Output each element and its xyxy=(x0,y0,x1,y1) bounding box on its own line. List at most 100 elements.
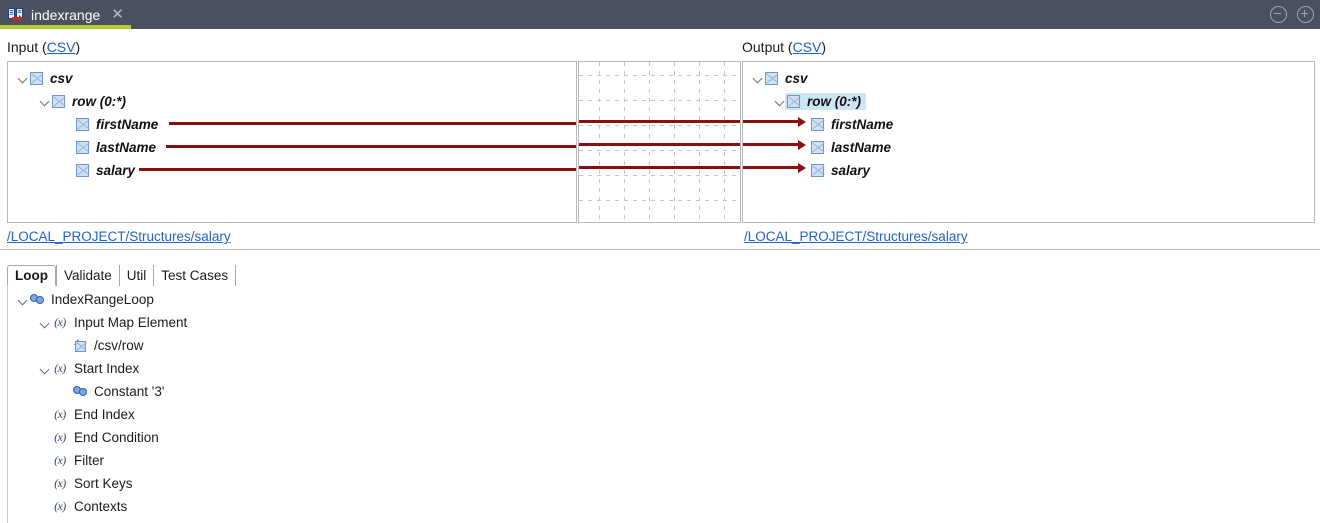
bottom-section: Loop Validate Util Test Cases IndexRange… xyxy=(0,252,1320,523)
tree-node-csv-input[interactable]: csv xyxy=(16,67,73,89)
chevron-down-icon[interactable] xyxy=(38,362,52,376)
function-icon: (x) xyxy=(54,408,66,421)
tree-node-label: salary xyxy=(831,162,871,178)
window-controls xyxy=(1270,0,1314,29)
output-tree-panel[interactable]: csv row (0:*) firstName lastName salary xyxy=(742,61,1315,223)
tab-label: Test Cases xyxy=(161,268,229,283)
tab-label: Loop xyxy=(15,268,48,283)
input-csv-link[interactable]: CSV xyxy=(46,39,76,55)
mapping-line xyxy=(579,120,740,123)
input-header: Input (CSV) xyxy=(7,39,80,55)
tab-loop[interactable]: Loop xyxy=(7,265,56,286)
tree-node-row-input[interactable]: row (0:*) xyxy=(38,90,126,112)
chevron-down-icon[interactable] xyxy=(38,316,52,330)
chevron-down-icon[interactable] xyxy=(751,71,765,85)
chevron-down-icon[interactable] xyxy=(16,293,30,307)
editor-tab-indexrange[interactable]: indexrange ✕ xyxy=(0,0,134,29)
tree-item-label: Input Map Element xyxy=(74,315,188,330)
mapping-line xyxy=(743,120,798,123)
tree-node-label: firstName xyxy=(96,116,159,132)
mapping-line xyxy=(743,143,798,146)
tree-item-end-condition[interactable]: (x) End Condition xyxy=(52,426,159,449)
tree-item-constant-3[interactable]: Constant '3' xyxy=(73,380,164,403)
output-header-text: Output ( xyxy=(742,39,793,55)
tree-node-label: row (0:*) xyxy=(807,93,861,109)
input-structure-path-link[interactable]: /LOCAL_PROJECT/Structures/salary xyxy=(7,229,231,244)
mapping-grid-panel[interactable] xyxy=(578,61,741,223)
tree-node-label: csv xyxy=(785,70,808,86)
tab-util[interactable]: Util xyxy=(118,265,154,286)
xml-element-arrow-icon xyxy=(74,339,88,352)
maximize-icon[interactable] xyxy=(1297,6,1314,23)
tree-node-lastname-output[interactable]: lastName xyxy=(811,136,891,158)
gear-icon xyxy=(30,293,45,306)
tree-node-label: lastName xyxy=(831,139,892,155)
tab-label: Validate xyxy=(64,268,112,283)
output-csv-link[interactable]: CSV xyxy=(792,39,822,55)
function-icon: (x) xyxy=(54,316,66,329)
chevron-down-icon[interactable] xyxy=(38,94,52,108)
mapping-arrowhead xyxy=(798,116,806,127)
mapping-line xyxy=(166,145,576,148)
xml-element-icon xyxy=(76,140,89,154)
mapping-area: Input (CSV) Output (CSV) csv row (0:*) f… xyxy=(0,29,1320,251)
active-tab-indicator xyxy=(0,25,131,29)
gear-icon xyxy=(73,385,88,398)
tree-node-label: firstName xyxy=(831,116,894,132)
tree-node-salary-output[interactable]: salary xyxy=(811,159,870,181)
tree-node-label: csv xyxy=(50,70,73,86)
tree-item-start-index[interactable]: (x) Start Index xyxy=(38,357,139,380)
tree-node-firstname-output[interactable]: firstName xyxy=(811,113,893,135)
output-structure-path-link[interactable]: /LOCAL_PROJECT/Structures/salary xyxy=(744,229,968,244)
mapping-line xyxy=(579,143,740,146)
tree-item-indexrangeloop[interactable]: IndexRangeLoop xyxy=(16,288,154,311)
bottom-tab-strip: Loop Validate Util Test Cases xyxy=(7,264,237,286)
close-icon[interactable]: ✕ xyxy=(111,6,124,23)
tree-item-csv-row[interactable]: /csv/row xyxy=(74,334,144,357)
mapping-line xyxy=(169,122,576,125)
minimize-icon[interactable] xyxy=(1270,6,1287,23)
tab-validate[interactable]: Validate xyxy=(56,265,119,286)
mapping-arrowhead xyxy=(798,139,806,150)
mapping-line xyxy=(139,168,576,171)
input-tree-panel[interactable]: csv row (0:*) firstName lastName salary xyxy=(7,61,577,223)
tree-node-lastname-input[interactable]: lastName xyxy=(76,136,156,158)
mapping-document-icon xyxy=(8,7,24,23)
function-icon: (x) xyxy=(54,477,66,490)
tree-item-label: IndexRangeLoop xyxy=(51,292,154,307)
tree-item-sort-keys[interactable]: (x) Sort Keys xyxy=(52,472,132,495)
tab-test-cases[interactable]: Test Cases xyxy=(153,265,237,286)
chevron-down-icon[interactable] xyxy=(773,94,787,108)
xml-element-icon xyxy=(30,71,43,85)
output-header: Output (CSV) xyxy=(742,39,826,55)
tree-node-csv-output[interactable]: csv xyxy=(751,67,808,89)
title-bar: indexrange ✕ xyxy=(0,0,1320,29)
tree-node-label: row (0:*) xyxy=(72,93,126,109)
tree-item-input-map-element[interactable]: (x) Input Map Element xyxy=(38,311,187,334)
mapping-line xyxy=(579,166,740,169)
function-icon: (x) xyxy=(54,362,66,375)
function-icon: (x) xyxy=(54,500,66,513)
tree-item-contexts[interactable]: (x) Contexts xyxy=(52,495,127,518)
xml-element-icon xyxy=(76,163,89,177)
editor-tab-label: indexrange xyxy=(31,6,101,23)
tree-node-row-output[interactable]: row (0:*) xyxy=(773,90,866,112)
output-header-suffix: ) xyxy=(821,39,827,55)
tree-item-end-index[interactable]: (x) End Index xyxy=(52,403,135,426)
mapping-line xyxy=(743,166,798,169)
tree-item-label: Start Index xyxy=(74,361,140,376)
xml-element-icon xyxy=(52,94,65,108)
xml-element-icon xyxy=(76,117,89,131)
xml-element-icon xyxy=(811,140,824,154)
function-icon: (x) xyxy=(54,454,66,467)
loop-config-tree[interactable]: IndexRangeLoop (x) Input Map Element /cs… xyxy=(7,285,1319,523)
chevron-down-icon[interactable] xyxy=(16,71,30,85)
xml-element-icon xyxy=(765,71,778,85)
tree-item-filter[interactable]: (x) Filter xyxy=(52,449,104,472)
tree-item-label: Filter xyxy=(74,453,104,468)
input-header-suffix: ) xyxy=(75,39,81,55)
tree-node-firstname-input[interactable]: firstName xyxy=(76,113,158,135)
tree-item-label: End Condition xyxy=(74,430,159,445)
tree-node-salary-input[interactable]: salary xyxy=(76,159,135,181)
section-divider xyxy=(0,249,1320,250)
